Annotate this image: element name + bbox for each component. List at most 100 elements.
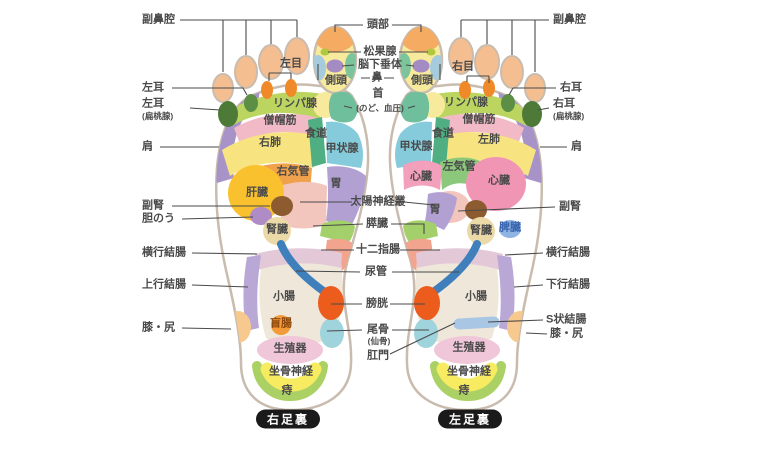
label-bladder: 膀胱 [366, 297, 388, 310]
label-coccyx: 尾骨 [367, 323, 389, 336]
zone-label-genitals-right: 生殖器 [452, 341, 486, 354]
zone-label-cecum: 盲腸 [270, 317, 292, 330]
zone-label-lymph-left: リンパ腺 [273, 97, 317, 110]
label-sigmoid-colon: S状結腸 [546, 313, 587, 326]
label-sinus-right: 副鼻腔 [553, 13, 586, 26]
zone-pancreas-left [320, 220, 355, 243]
zone-pituitary-right [412, 59, 430, 73]
zone-coccyx-left [320, 318, 344, 348]
label-sinus-left: 副鼻腔 [142, 13, 175, 26]
zone-label-thyroid-left: 甲状腺 [325, 142, 359, 155]
zone-esophagus-right [432, 117, 450, 167]
zone-pineal-left [320, 48, 330, 56]
label-left-ear: 左耳 [142, 81, 164, 94]
label-duodenum: 十二指腸 [356, 243, 400, 256]
zone-label-esophagus-left: 食道 [305, 127, 327, 140]
zone-label-esophagus-right: 食道 [432, 127, 454, 140]
zone-adrenal-left [271, 196, 293, 216]
zone-stomach-right [425, 192, 457, 230]
zone-label-kidney-right: 腎臓 [470, 224, 492, 237]
zone-genitals-right [434, 336, 500, 364]
zone-heart-upper [403, 160, 442, 190]
zone-label-stomach-left: 胃 [330, 177, 342, 190]
label-knee-hip-right: 膝・尻 [550, 327, 583, 340]
zone-descending-colon [497, 255, 515, 331]
zone-liver [228, 165, 284, 221]
zone-left-ear-tonsil-spot [218, 101, 238, 127]
zone-label-right-trachea: 右気管 [276, 165, 310, 178]
zone-label-lymph-right: リンパ腺 [444, 96, 488, 109]
zone-pituitary-left [326, 59, 344, 73]
zone-thyroid-right [395, 121, 432, 168]
zone-label-small-intestine-left: 小腸 [273, 290, 295, 303]
label-solar-plexus: 太陽神経叢 [350, 195, 406, 208]
zone-neck-right [399, 91, 430, 123]
zone-bladder-left [318, 286, 344, 320]
label-adrenal-left: 副腎 [142, 199, 164, 212]
zone-label-heart-upper: 心臓 [410, 170, 432, 183]
label-neck-sub: (のど、血圧) [356, 102, 404, 113]
zone-hemorrhoids-right [430, 361, 506, 402]
zone-sciatic-right [436, 362, 498, 392]
label-adrenal-right: 副腎 [559, 200, 581, 213]
zone-temporal-right [430, 55, 442, 81]
zone-label-hemorrhoids-right: 痔 [458, 384, 470, 397]
zone-pancreas-right [403, 220, 438, 243]
zone-esophagus-left [308, 117, 326, 167]
label-ureter: 尿管 [365, 265, 387, 278]
zone-lymph-right [436, 91, 533, 126]
label-coccyx-sub: (仙骨) [367, 335, 391, 346]
zone-label-thyroid-right: 甲状腺 [399, 140, 433, 153]
zone-label-left-lung: 左肺 [478, 133, 500, 146]
zone-label-trapezius-right: 僧帽筋 [462, 113, 496, 126]
eye-ear-spots [218, 79, 542, 127]
zone-ureter-left [277, 240, 330, 297]
zone-right-lung [222, 132, 316, 176]
zone-stomach-left [326, 166, 366, 228]
label-descending-colon: 下行結腸 [546, 278, 590, 291]
zone-cecum [271, 315, 291, 335]
right-foot-zones [395, 90, 542, 402]
zone-label-kidney-left: 腎臓 [266, 223, 288, 236]
zone-label-left-trachea: 左気管 [442, 160, 476, 173]
label-head: 頭部 [367, 18, 389, 31]
zone-spleen [499, 220, 521, 238]
zone-label-right-lung: 右肺 [259, 136, 281, 149]
zone-hemorrhoids-left [252, 361, 328, 402]
label-knee-hip-left: 膝・尻 [142, 321, 175, 334]
label-shoulder-left: 肩 [142, 140, 153, 153]
zone-label-heart: 心臓 [488, 174, 510, 187]
label-transverse-colon-left: 横行結腸 [142, 246, 186, 259]
zone-pineal-right [426, 48, 436, 56]
zone-label-spleen: 脾臓 [499, 221, 521, 234]
zone-right-ear-tonsil-spot [522, 101, 542, 127]
zone-shoulder-right [498, 90, 542, 183]
zone-transverse-colon-right [416, 248, 503, 270]
label-left-ear-tonsil-sub: (扁桃腺) [142, 110, 174, 121]
label-pineal: 松果腺 [363, 45, 397, 58]
zone-label-liver: 肝臓 [246, 186, 268, 199]
label-pancreas: 膵臓 [366, 217, 388, 230]
zone-label-temporal-right: 側頭 [411, 74, 433, 87]
label-pituitary: 脳下垂体 [358, 58, 402, 71]
right-foot-caption-badge: 左足裏 [438, 409, 502, 429]
label-nose: 鼻 [371, 71, 383, 84]
label-right-ear-tonsil: 右耳 [553, 97, 575, 110]
zone-label-sciatic-left: 坐骨神経 [269, 365, 313, 378]
label-shoulder-right: 肩 [571, 140, 582, 153]
zone-left-ear-spot [244, 94, 258, 112]
zone-lymph-left [225, 91, 322, 126]
zone-transverse-colon-left [255, 248, 342, 270]
label-anus: 肛門 [367, 349, 389, 362]
zone-right-ear-spot [501, 94, 515, 112]
zone-label-trapezius-left: 僧帽筋 [263, 114, 297, 127]
zone-left-eye-spot [261, 81, 273, 99]
zone-heart [466, 157, 526, 211]
zone-label-hemorrhoids-left: 痔 [281, 384, 293, 397]
zone-bladder-right [414, 286, 440, 320]
label-left-ear-tonsil: 左耳 [142, 97, 164, 110]
label-neck: 首 [372, 87, 384, 100]
zone-ureter-right [428, 240, 481, 297]
zone-shoulder-left [216, 90, 260, 183]
